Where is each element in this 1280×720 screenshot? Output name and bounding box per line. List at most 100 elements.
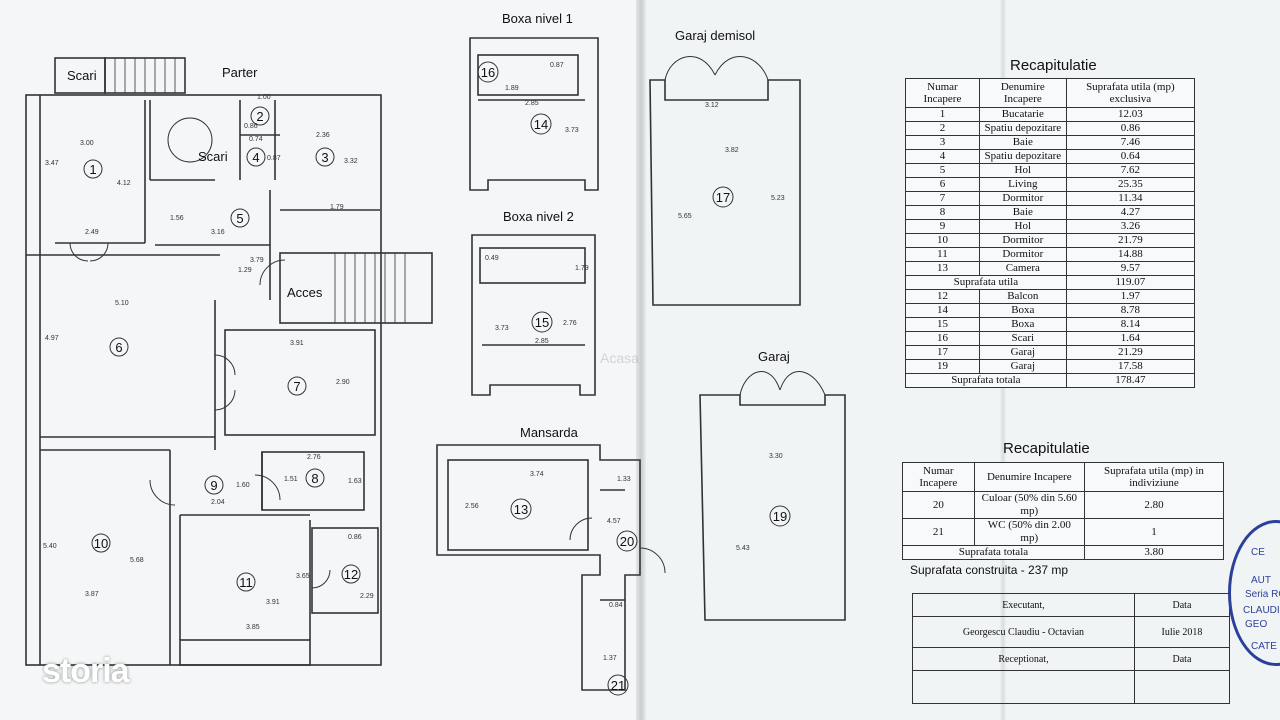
total-value: 178.47 [1065, 373, 1196, 388]
dimension-label: 0.86 [348, 534, 362, 541]
dimension-label: 1.89 [505, 85, 519, 92]
dimension-label: 3.91 [290, 340, 304, 347]
dimension-label: 2.29 [360, 593, 374, 600]
stamp-line: AUT [1251, 575, 1271, 586]
room-number-cell: 17 [905, 345, 980, 360]
room-name-cell: Boxa [978, 317, 1067, 332]
header-numar: Numar Incapere [905, 78, 980, 108]
room-area-cell: 21.29 [1065, 345, 1196, 360]
stamp-line: CE [1251, 547, 1265, 558]
dimension-label: 1.29 [238, 267, 252, 274]
room-name-cell: WC (50% din 2.00 mp) [973, 518, 1085, 546]
room-number-cell: 20 [902, 491, 975, 519]
page-fold [636, 0, 646, 720]
room-number-cell: 11 [905, 247, 980, 262]
dimension-label: 1.56 [170, 215, 184, 222]
room-name-cell: Living [978, 177, 1067, 192]
room-area-cell: 1.97 [1065, 289, 1196, 304]
room-name-cell: Balcon [978, 289, 1067, 304]
dimension-label: 5.43 [736, 545, 750, 552]
dimension-label: 2.56 [465, 503, 479, 510]
room-area-cell: 9.57 [1065, 261, 1196, 276]
dimension-label: 5.65 [678, 213, 692, 220]
dimension-label: 3.30 [769, 453, 783, 460]
dimension-label: 5.10 [115, 300, 129, 307]
dimension-label: 3.73 [565, 127, 579, 134]
room-number: 3 [321, 150, 328, 165]
receptionat-date-empty [1133, 670, 1231, 704]
stamp-line: Seria RO [1245, 589, 1280, 600]
room-area-cell: 12.03 [1065, 107, 1196, 122]
dimension-label: 3.74 [530, 471, 544, 478]
dimension-label: 3.65 [296, 573, 310, 580]
stamp-line: CATE [1251, 641, 1277, 652]
title-garaj: Garaj [758, 349, 790, 364]
room-name-cell: Baie [978, 205, 1067, 220]
title-mansarda: Mansarda [520, 425, 579, 440]
total-label: Suprafata totala [902, 545, 1085, 560]
room-number-cell: 4 [905, 149, 980, 164]
room-area-cell: 0.86 [1065, 121, 1196, 136]
room-name-cell: Garaj [978, 359, 1067, 374]
room-number: 21 [611, 678, 625, 693]
dimension-label: 0.87 [550, 62, 564, 69]
room-number-cell: 13 [905, 261, 980, 276]
room-number-cell: 10 [905, 233, 980, 248]
label-scari-inner: Scari [198, 149, 228, 164]
room-number-cell: 6 [905, 177, 980, 192]
dimension-label: 3.85 [246, 624, 260, 631]
room-name-cell: Spatiu depozitare [978, 121, 1067, 136]
header-denumire: Denumire Incapere [978, 78, 1067, 108]
room-number: 5 [236, 211, 243, 226]
dimension-label: 1.79 [575, 265, 589, 272]
room-number-cell: 5 [905, 163, 980, 178]
recap-table-exclusive: Numar Incapere Denumire Incapere Suprafa… [905, 78, 1196, 388]
subtotal-label: Suprafata utila [905, 275, 1067, 290]
dimension-label: 1.51 [284, 476, 298, 483]
recap2-title: Recapitulatie [1003, 440, 1090, 457]
room-number: 8 [311, 471, 318, 486]
room-name-cell: Boxa [978, 303, 1067, 318]
stamp-line: CLAUDI [1243, 605, 1280, 616]
room-number: 1 [89, 162, 96, 177]
dimension-label: 0.86 [244, 123, 258, 130]
room-name-cell: Dormitor [978, 247, 1067, 262]
executant-name: Georgescu Claudiu - Octavian [912, 616, 1135, 648]
dimension-label: 3.16 [211, 229, 225, 236]
dimension-label: 2.85 [535, 338, 549, 345]
garaj-outline [699, 394, 846, 621]
dimension-label: 2.85 [525, 100, 539, 107]
dimension-label: 2.76 [307, 454, 321, 461]
dimension-label: 4.12 [117, 180, 131, 187]
room-number: 15 [535, 315, 549, 330]
dimension-label: 1.79 [330, 204, 344, 211]
room-number: 7 [293, 379, 300, 394]
dimension-label: 1.60 [236, 482, 250, 489]
label-scari: Scari [67, 68, 97, 83]
dimension-label: 3.73 [495, 325, 509, 332]
room-name-cell: Camera [978, 261, 1067, 276]
storia-logo: storia [42, 652, 130, 690]
room-number-cell: 19 [905, 359, 980, 374]
receptionat-label: Receptionat, [912, 647, 1135, 671]
room-number-cell: 12 [905, 289, 980, 304]
dimension-label: 2.90 [336, 379, 350, 386]
room-number-cell: 2 [905, 121, 980, 136]
dimension-label: 5.68 [130, 557, 144, 564]
receptionat-empty [912, 670, 1135, 704]
dimension-label: 4.97 [45, 335, 59, 342]
